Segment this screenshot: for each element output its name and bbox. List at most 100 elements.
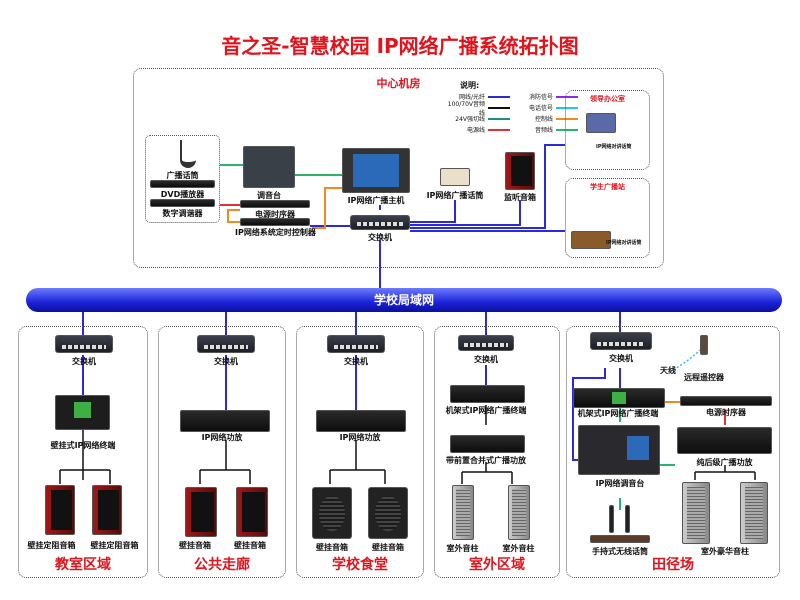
handheld-mic-icon	[609, 505, 614, 533]
speaker	[185, 487, 217, 537]
station-box: 学生广播站 IP网络对讲话筒	[565, 178, 650, 258]
power-sequencer	[680, 396, 772, 406]
switch-label: 交换机	[474, 355, 498, 364]
power-sequencer	[240, 200, 310, 208]
station-title: 学生广播站	[590, 183, 625, 191]
speaker	[45, 485, 75, 535]
speaker	[368, 487, 408, 539]
speaker	[312, 487, 352, 539]
switch	[197, 335, 255, 353]
terminal-label: 机架式IP网络广播终端	[445, 406, 527, 415]
legend-label: 电话信号	[528, 105, 553, 112]
switch	[590, 332, 652, 350]
power-sequencer-label: 电源时序器	[706, 408, 746, 417]
station-device-label: IP网络对讲话筒	[606, 240, 642, 246]
campus-lan-backbone: 学校局域网	[26, 288, 782, 312]
amplifier-label: IP网络功放	[339, 433, 381, 442]
office-title: 领导办公室	[590, 95, 625, 103]
switch-label: 交换机	[214, 357, 238, 366]
zone-title: 教室区域	[55, 557, 111, 573]
switch	[327, 335, 385, 353]
amplifier-label: IP网络功放	[201, 433, 243, 442]
speaker-label: 壁挂定阻音箱	[90, 541, 139, 550]
handheld-mic-icon	[625, 505, 630, 533]
ip-mixer-label: IP网络调音台	[595, 479, 645, 488]
speaker-label: 室外音柱	[502, 544, 535, 553]
legend-label: 消防信号	[528, 94, 553, 101]
switch	[55, 335, 113, 353]
power-sequencer-label: 电源时序器	[255, 210, 295, 219]
zone-title: 室外区域	[469, 557, 525, 573]
zone-corridor: 公共走廊	[158, 326, 286, 578]
microphone-icon	[180, 140, 196, 168]
legend-label: 控制线	[534, 116, 553, 123]
wireless-receiver	[590, 535, 650, 543]
zone-title: 田径场	[652, 557, 694, 573]
dvd-label: DVD播放器	[160, 190, 205, 199]
legend-label: 24V强切线	[455, 116, 485, 123]
zone-classroom: 教室区域	[18, 326, 148, 578]
mixing-amplifier	[450, 435, 525, 453]
zone-outdoor: 室外区域	[434, 326, 560, 578]
speaker-label: 壁挂音箱	[316, 543, 348, 552]
switch-label: 交换机	[609, 354, 633, 363]
ip-amplifier	[180, 410, 270, 432]
speaker-label: 壁挂音箱	[372, 543, 404, 552]
dvd-player	[150, 180, 215, 188]
broadcast-host-label: IP网络广播主机	[347, 196, 405, 205]
tuner-label: 数字调谐器	[162, 209, 203, 218]
column-speaker	[740, 482, 768, 544]
column-speaker	[682, 482, 710, 544]
office-device-label: IP网络对讲话筒	[596, 144, 632, 150]
backbone-label: 学校局域网	[373, 293, 434, 307]
legend-label: 电源线	[466, 127, 485, 134]
central-room-title: 中心机房	[376, 77, 421, 90]
ip-amplifier	[316, 410, 406, 432]
timer-controller	[240, 218, 310, 226]
mic-label: 广播话筒	[166, 171, 199, 180]
switch-label: 交换机	[72, 357, 96, 366]
legend-label: 网线/光纤	[458, 94, 485, 101]
zone-title: 学校食堂	[332, 557, 388, 573]
legend-label: 100/70V音频线	[447, 100, 485, 117]
paging-mic-label: IP网络广播话筒	[426, 191, 484, 200]
zone-title: 公共走廊	[194, 557, 250, 573]
amplifier-label: 纯后级广播功放	[696, 458, 753, 467]
wall-terminal	[55, 395, 110, 430]
rack-terminal	[450, 385, 525, 403]
legend-label: 音频线	[534, 127, 553, 134]
paging-microphone	[440, 168, 470, 186]
remote-label: 远程遥控器	[684, 373, 724, 382]
core-switch-label: 交换机	[368, 233, 392, 242]
central-room-box: 中心机房	[133, 68, 664, 268]
zone-stadium: 田径场	[566, 326, 780, 578]
core-switch	[350, 215, 410, 230]
switch-label: 交换机	[344, 357, 368, 366]
power-amplifier	[677, 427, 772, 454]
page-title: 音之圣-智慧校园 IP网络广播系统拓扑图	[221, 34, 579, 58]
speaker	[236, 487, 268, 537]
rack-terminal	[573, 388, 665, 408]
column-speaker	[452, 485, 474, 540]
speaker-label: 壁挂音箱	[234, 541, 266, 550]
legend-title: 说明:	[460, 81, 480, 90]
computer-desk-icon	[586, 113, 616, 133]
timer-controller-label: IP网络系统定时控制器	[235, 228, 316, 237]
terminal-label: 机架式IP网络广播终端	[577, 409, 659, 418]
mixer-label: 调音台	[257, 191, 281, 200]
tuner	[150, 199, 215, 207]
desk-icon	[571, 231, 611, 249]
switch	[458, 335, 514, 351]
speaker-label: 壁挂音箱	[179, 541, 211, 550]
wireless-mic-label: 手持式无线话筒	[592, 547, 648, 556]
source-group	[145, 135, 220, 223]
ip-mixer	[578, 425, 660, 475]
speaker-label: 室外音柱	[446, 544, 479, 553]
terminal-label: 壁挂式IP网络终端	[50, 441, 116, 450]
amplifier-label: 带前置合并式广播功放	[446, 456, 526, 465]
mixer	[243, 146, 295, 188]
speaker-label: 室外豪华音柱	[701, 547, 749, 556]
monitor-speaker	[505, 152, 535, 190]
speaker	[92, 485, 122, 535]
